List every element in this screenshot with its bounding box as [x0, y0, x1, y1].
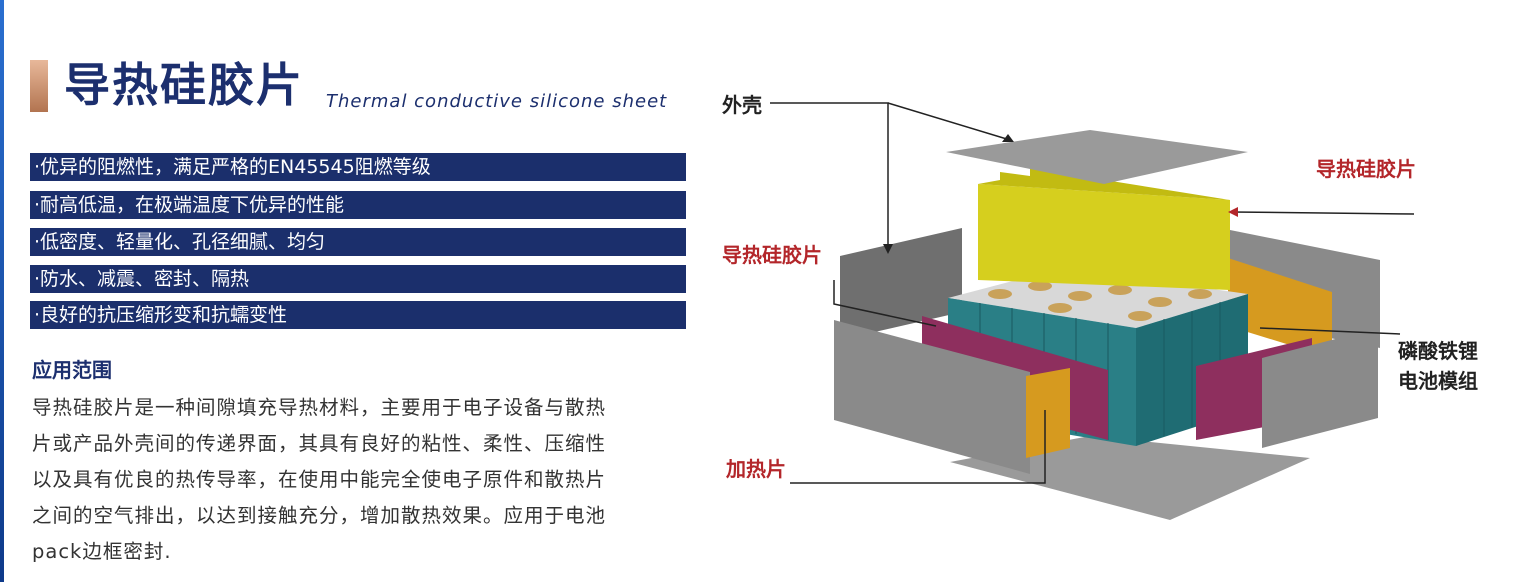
- label-battery-module-line1: 磷酸铁锂: [1398, 339, 1478, 363]
- label-thermal-pad-left: 导热硅胶片: [722, 243, 822, 267]
- description-line: 以及具有优良的热传导率，在使用中能完全使电子原件和散热片: [32, 468, 607, 491]
- battery-pack-exploded-diagram: [770, 102, 1415, 520]
- description-line: 导热硅胶片是一种间隙填充导热材料，主要用于电子设备与散热: [32, 396, 607, 419]
- application-description: 导热硅胶片是一种间隙填充导热材料，主要用于电子设备与散热 片或产品外壳间的传递界…: [32, 390, 692, 570]
- feature-item: ·低密度、轻量化、孔径细腻、均匀: [30, 228, 686, 256]
- leader-arrowheads: [883, 134, 1238, 254]
- edge-accent-strip: [0, 0, 4, 582]
- feature-item: ·耐高低温，在极端温度下优异的性能: [30, 191, 686, 219]
- description-line: 之间的空气排出，以达到接触充分，增加散热效果。应用于电池: [32, 504, 607, 527]
- feature-item: ·良好的抗压缩形变和抗蠕变性: [30, 301, 686, 329]
- front-right-shell-wall: [1262, 328, 1378, 448]
- feature-item: ·防水、减震、密封、隔热: [30, 265, 686, 293]
- front-left-shell-wall: [834, 320, 1030, 474]
- label-battery-module-line2: 电池模组: [1398, 369, 1478, 393]
- label-thermal-pad-top: 导热硅胶片: [1316, 157, 1416, 181]
- title-accent-bar: [30, 60, 48, 112]
- description-line: 片或产品外壳间的传递界面，其具有良好的粘性、柔性、压缩性: [32, 432, 607, 455]
- top-shell-plate: [946, 130, 1248, 184]
- feature-item: ·优异的阻燃性，满足严格的EN45545阻燃等级: [30, 153, 686, 181]
- bottom-shell-plate: [950, 436, 1310, 520]
- leader-lines: [770, 102, 1415, 484]
- label-shell: 外壳: [722, 93, 762, 117]
- battery-connectors: [988, 281, 1212, 321]
- orange-thermal-pad-back: [1228, 258, 1332, 358]
- orange-thermal-pad-front: [1026, 368, 1070, 458]
- label-heater: 加热片: [726, 457, 786, 481]
- page-title: 导热硅胶片: [64, 58, 304, 112]
- application-title: 应用范围: [32, 358, 112, 382]
- page-subtitle: Thermal conductive silicone sheet: [326, 91, 668, 112]
- description-line: pack边框密封.: [32, 540, 172, 563]
- yellow-thermal-pad: [978, 184, 1230, 290]
- battery-module-top: [948, 268, 1248, 328]
